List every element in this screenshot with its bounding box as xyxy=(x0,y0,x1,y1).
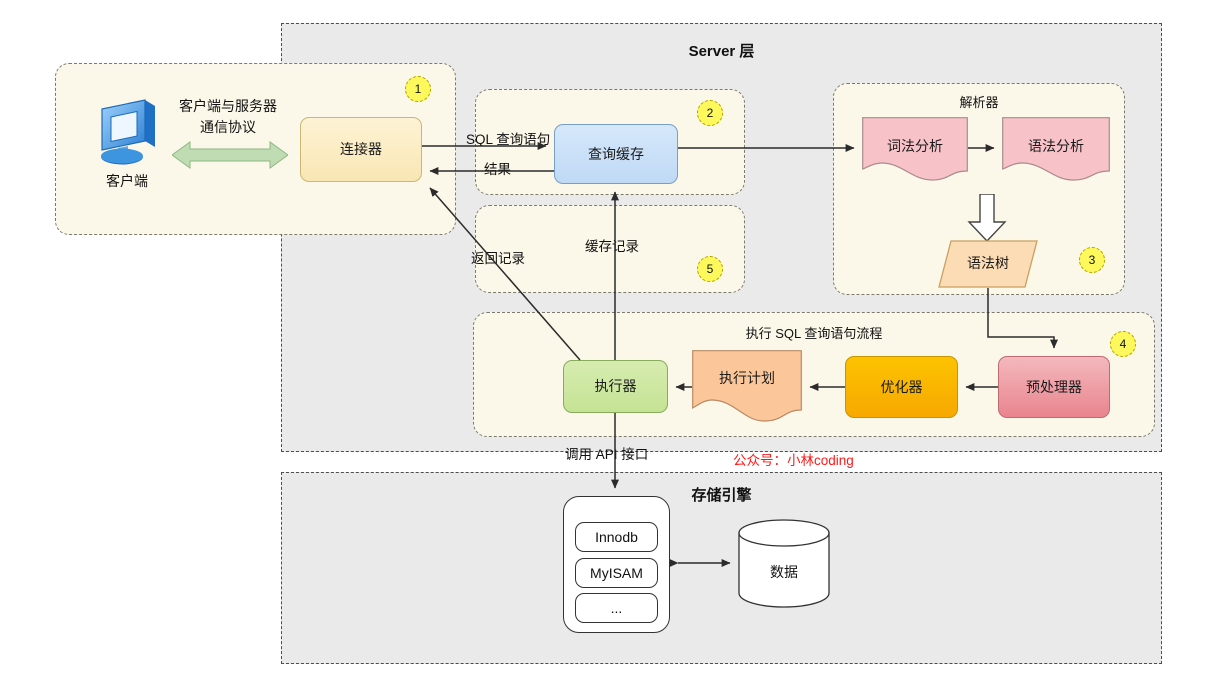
edge-label-sql-query: SQL 查询语句 xyxy=(466,132,551,147)
engine-item-innodb[interactable]: Innodb xyxy=(575,522,658,552)
badge-3: 3 xyxy=(1079,247,1105,273)
engine-item-innodb-label: Innodb xyxy=(595,529,638,545)
database-label: 数据 xyxy=(770,564,798,580)
node-syntax-analysis-label: 语法分析 xyxy=(1028,138,1084,154)
edge-label-call-api: 调用 API 接口 xyxy=(565,447,649,462)
node-lexical-analysis-label: 词法分析 xyxy=(887,138,943,154)
protocol-double-arrow-icon xyxy=(171,138,289,172)
node-query-cache-label: 查询缓存 xyxy=(588,145,644,162)
node-optimizer[interactable]: 优化器 xyxy=(845,356,958,418)
protocol-label-line1: 客户端与服务器 xyxy=(179,98,277,114)
badge-4: 4 xyxy=(1110,331,1136,357)
exec-flow-group-title: 执行 SQL 查询语句流程 xyxy=(745,326,883,341)
storage-layer-title: 存储引擎 xyxy=(691,487,752,504)
monitor-icon xyxy=(88,92,166,170)
badge-2: 2 xyxy=(697,100,723,126)
engine-item-myisam[interactable]: MyISAM xyxy=(575,558,658,588)
parser-down-arrow-icon xyxy=(967,193,1007,243)
node-query-cache[interactable]: 查询缓存 xyxy=(554,124,678,184)
badge-1: 1 xyxy=(405,76,431,102)
node-exec-plan-label: 执行计划 xyxy=(719,370,775,386)
node-preprocessor-label: 预处理器 xyxy=(1026,378,1082,395)
badge-5: 5 xyxy=(697,256,723,282)
node-syntax-tree[interactable]: 语法树 xyxy=(938,240,1038,288)
node-connector[interactable]: 连接器 xyxy=(300,117,422,182)
database-cylinder-icon: 数据 xyxy=(738,518,830,608)
node-preprocessor[interactable]: 预处理器 xyxy=(998,356,1110,418)
edge-label-cache-record: 缓存记录 xyxy=(585,239,639,254)
node-exec-plan[interactable]: 执行计划 xyxy=(692,350,802,422)
node-syntax-tree-label: 语法树 xyxy=(967,255,1009,271)
client-label: 客户端 xyxy=(106,173,148,189)
storage-layer-container: 存储引擎 xyxy=(281,472,1162,664)
edge-label-return-record: 返回记录 xyxy=(471,251,525,266)
node-executor[interactable]: 执行器 xyxy=(563,360,668,413)
parser-group-title: 解析器 xyxy=(959,95,999,110)
node-syntax-analysis[interactable]: 语法分析 xyxy=(1002,117,1110,181)
engine-item-more[interactable]: ... xyxy=(575,593,658,623)
watermark-label: 公众号：小林coding xyxy=(733,453,854,468)
edge-label-result: 结果 xyxy=(484,162,511,177)
engine-item-myisam-label: MyISAM xyxy=(590,565,643,581)
node-connector-label: 连接器 xyxy=(340,141,382,158)
node-executor-label: 执行器 xyxy=(594,378,637,395)
node-optimizer-label: 优化器 xyxy=(880,378,923,395)
protocol-label-line2: 通信协议 xyxy=(200,119,256,135)
node-lexical-analysis[interactable]: 词法分析 xyxy=(862,117,968,181)
server-layer-title: Server 层 xyxy=(688,43,755,60)
engine-item-more-label: ... xyxy=(610,600,623,616)
